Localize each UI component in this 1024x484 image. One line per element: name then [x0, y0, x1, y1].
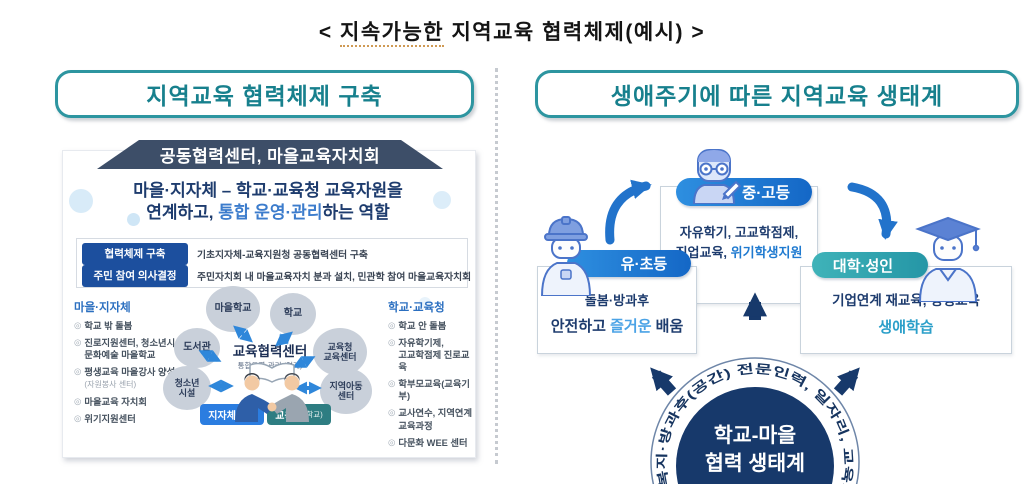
bubble-decoration — [433, 191, 451, 209]
bullet-icon: ◎ — [388, 337, 396, 348]
list-item: ◎학교 밖 돌봄 — [74, 320, 133, 331]
action-row-label: 주민 참여 의사결정 — [82, 264, 188, 287]
bullet-icon: ◎ — [74, 412, 82, 423]
school-column-header: 학교·교육청 — [388, 302, 445, 314]
action-row-desc: 주민자치회 내 마을교육자치 분과 설치, 민관학 참여 마을교육자치회 — [197, 271, 472, 283]
school-column: 학교·교육청 ◎학교 안 돌봄 ◎자유학기제,고교학점제 진로교육 ◎학부모교육… — [388, 299, 472, 454]
bullet-icon: ◎ — [74, 366, 82, 377]
page-title-underlined: 지속가능한 — [340, 21, 445, 47]
network-center-label: 교육협력센터 통합운영·관리 (연계) — [205, 340, 335, 371]
panel-divider — [495, 68, 498, 464]
bubble-decoration — [69, 189, 93, 213]
page-title-prefix: < — [318, 21, 341, 44]
right-panel-title: 생애주기에 따른 지역교육 생태계 — [535, 70, 1019, 118]
elementary-line2: 안전하고 즐거운 배움 — [550, 318, 684, 336]
list-item: ◎평생교육 마을강사 양성(자원봉사 센터) — [74, 366, 176, 390]
bullet-icon: ◎ — [388, 436, 396, 447]
network-node-school: 학교 — [270, 293, 316, 335]
graduate-icon — [912, 210, 984, 307]
bullet-icon: ◎ — [388, 378, 396, 389]
adult-stage-pill: 대학·성인 — [812, 252, 928, 278]
arrow-secondary-to-adult — [847, 182, 898, 240]
elementary-line1: 돌봄·방과후 — [584, 293, 650, 308]
adult-stage-box: 기업연계 재교육, 평생교육 생애학습 — [800, 266, 1012, 354]
network-center-subtitle: 통합운영·관리 (연계) — [237, 361, 303, 370]
role-heading-line2: 연계하고, 통합 운영·관리하는 역할 — [146, 203, 390, 223]
child-hardhat-icon — [536, 212, 596, 301]
action-row-desc: 기초지자체-교육지원청 공동협력센터 구축 — [197, 249, 368, 261]
role-heading-emphasis: 통합 운영·관리 — [218, 203, 323, 223]
ecosystem-circle — [676, 387, 834, 484]
arrow-elementary-to-secondary — [605, 179, 652, 245]
arrow-upleft-icon — [650, 367, 677, 396]
ecosystem-circle-line1: 학교-마을 — [714, 424, 796, 447]
list-item: ◎위기지원센터 — [74, 412, 136, 424]
left-panel-title-text: 지역교육 협력체제 구축 — [146, 83, 383, 109]
role-heading: 마을·지자체 – 학교·교육청 교육자원을 연계하고, 통합 운영·관리하는 역… — [72, 180, 464, 225]
list-item: ◎자유학기제,고교학점제 진로교육 — [388, 337, 470, 373]
handshake-illustration — [222, 358, 322, 427]
bullet-icon: ◎ — [74, 337, 82, 348]
joint-center-ribbon-text: 공동협력센터, 마을교육자치회 — [159, 147, 381, 166]
network-node-village-school: 마을학교 — [206, 286, 260, 332]
handshake-icon — [235, 362, 309, 422]
action-row: 협력체제 구축 기초지자체-교육지원청 공동협력센터 구축 — [82, 242, 462, 265]
action-rows-box: 협력체제 구축 기초지자체-교육지원청 공동협력센터 구축 주민 참여 의사결정… — [76, 238, 471, 288]
list-item-note: (자원봉사 센터) — [84, 380, 137, 390]
bubble-decoration — [419, 297, 431, 309]
teacher-student-icon — [686, 146, 742, 209]
list-item: ◎마을교육 자치회 — [74, 395, 147, 407]
lifelong-learning-emphasis: 생애학습 — [878, 318, 934, 336]
action-row: 주민 참여 의사결정 주민자치회 내 마을교육자치 분과 설치, 민관학 참여 … — [82, 264, 471, 287]
bullet-icon: ◎ — [74, 395, 82, 406]
open-book-icon — [249, 362, 295, 383]
arrow-upright-icon — [833, 367, 860, 396]
list-item: ◎학부모교육(교육기부) — [388, 378, 470, 402]
bubble-decoration — [127, 213, 140, 226]
elementary-stage-pill: 유·초등 — [567, 250, 691, 277]
bullet-icon: ◎ — [388, 407, 396, 418]
bullet-icon: ◎ — [388, 320, 396, 330]
outer-ring — [650, 357, 860, 484]
action-row-label: 협력체제 구축 — [82, 242, 188, 265]
list-item: ◎다문화 WEE 센터 — [388, 436, 468, 448]
bullet-icon: ◎ — [74, 320, 82, 330]
list-item: ◎학교 안 돌봄 — [388, 320, 447, 331]
joyful-emphasis: 즐거운 — [610, 318, 652, 336]
role-heading-line1: 마을·지자체 – 학교·교육청 교육자원을 — [133, 181, 403, 200]
left-panel-title: 지역교육 협력체제 구축 — [55, 70, 474, 118]
right-panel-title-text: 생애주기에 따른 지역교육 생태계 — [610, 83, 944, 109]
crisis-student-support-emphasis: 위기학생지원 — [730, 245, 803, 261]
ecosystem-circle-line2: 협력 생태계 — [705, 452, 805, 475]
arc-label: 돌봄·복지·방과후(공간) 전문인력, 일자리, 교육자치 — [654, 361, 856, 484]
page-title: < 지속가능한 지역교육 협력체제(예시) > — [0, 16, 1024, 47]
network-center-title: 교육협력센터 — [232, 344, 308, 359]
secondary-line1: 자유학기, 고교학점제, — [679, 225, 799, 240]
page-title-rest: 지역교육 협력체제(예시) > — [444, 21, 706, 44]
village-column-header: 마을·지자체 — [74, 302, 131, 314]
joint-center-ribbon: 공동협력센터, 마을교육자치회 — [97, 140, 443, 169]
